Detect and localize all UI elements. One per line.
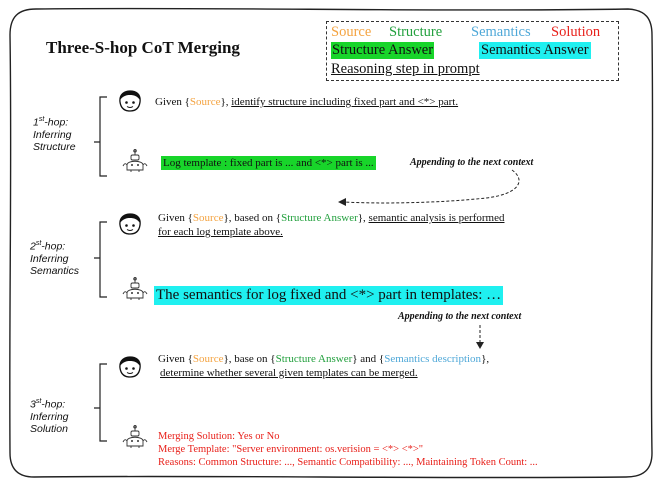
hop-2-label: 2st-hop: Inferring Semantics [30, 240, 80, 277]
hop-2-semantics-answer: The semantics for log fixed and <*> part… [154, 286, 504, 305]
diagram-title: Three-S-hop CoT Merging [46, 38, 240, 57]
legend-semantics-answer: Semantics Answer [479, 42, 591, 59]
user-face-icon [119, 90, 141, 112]
legend-source: Source [331, 24, 372, 40]
robot-icon [122, 425, 148, 448]
diagram-frame [9, 7, 654, 479]
hop-1-structure-answer: Log template : fixed part is ... and <*>… [161, 156, 376, 170]
append-label-1: Appending to the next context [410, 157, 534, 168]
legend: Source Structure Semantics Solution Stru… [326, 21, 619, 81]
legend-structure-answer: Structure Answer [331, 42, 435, 59]
robot-icon [122, 277, 148, 300]
legend-solution: Solution [551, 24, 601, 40]
legend-semantics: Semantics [471, 24, 531, 40]
user-face-icon [119, 356, 141, 378]
user-face-icon [119, 213, 141, 235]
hop-3-label: 3st-hop: Inferring Solution [30, 398, 69, 435]
legend-structure: Structure [389, 24, 443, 40]
hop-1-prompt: Given {Source}, identify structure inclu… [155, 96, 459, 108]
hop-2-prompt: Given {Source}, based on {Structure Answ… [158, 212, 505, 238]
legend-reasoning-step: Reasoning step in prompt [331, 61, 480, 77]
hop-3-solution-answer: Merging Solution: Yes or No Merge Templa… [158, 431, 538, 468]
hop-1-label: 1st-hop: Inferring Structure [33, 116, 76, 153]
robot-icon [122, 149, 148, 172]
hop-3-prompt: Given {Source}, base on {Structure Answe… [158, 353, 490, 379]
append-label-2: Appending to the next context [398, 311, 522, 322]
